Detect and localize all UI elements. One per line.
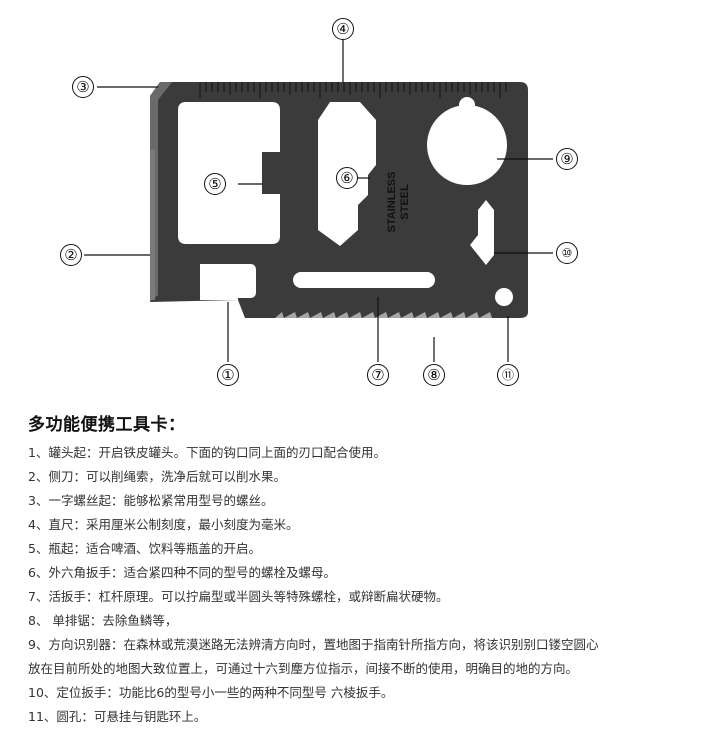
callout-4: ④ [332,18,354,40]
feature-item-1: 1、罐头起：开启铁皮罐头。下面的钩口同上面的刃口配合使用。 [28,445,386,460]
description-title: 多功能便携工具卡： [28,415,186,435]
callout-8: ⑧ [423,364,445,386]
feature-item-8: 8、 单排锯：去除鱼鳞等， [28,613,178,628]
feature-description: 多功能便携工具卡： 1、罐头起：开启铁皮罐头。下面的钩口同上面的刃口配合使用。 … [28,410,688,729]
callout-5: ⑤ [204,173,226,195]
feature-item-3: 3、一字螺丝起：能够松紧常用型号的螺丝。 [28,493,274,508]
card-text-steel: STEEL [399,184,411,220]
tool-card-illustration: STAINLESS STEEL [84,40,553,362]
feature-item-7: 7、活扳手：杠杆原理。可以拧扁型或半圆头等特殊螺栓，或辩断扁状硬物。 [28,589,449,604]
feature-item-6: 6、外六角扳手：适合紧四种不同的型号的螺栓及螺母。 [28,565,336,580]
tool-card-diagram: STAINLESS STEEL ③ ④ ⑤ ⑥ ② ⑨ ⑩ ① ⑦ ⑧ ⑪ [60,18,578,386]
feature-item-9: 9、方向识别器：在森林或荒漠迷路无法辨清方向时，置地图于指南针所指方向，将该识别… [28,637,599,652]
callout-10: ⑩ [556,242,578,264]
feature-item-9-continued: 放在目前所处的地图大致位置上，可通过十六到麈方位指示，间接不断的使用，明确目的地… [28,661,579,676]
card-text-stainless: STAINLESS [386,172,398,233]
callout-6: ⑥ [336,167,358,189]
feature-item-10: 10、定位扳手：功能比6的型号小一些的两种不同型号 六棱扳手。 [28,685,394,700]
callout-11: ⑪ [497,364,519,386]
callout-2: ② [60,244,82,266]
feature-item-4: 4、直尺：采用厘米公制刻度，最小刻度为毫米。 [28,517,299,532]
callout-9: ⑨ [556,148,578,170]
callout-1: ① [217,364,239,386]
feature-item-5: 5、瓶起：适合啤酒、饮料等瓶盖的开启。 [28,541,261,556]
callout-7: ⑦ [367,364,389,386]
feature-item-11: 11、圆孔：可悬挂与钥匙环上。 [28,709,207,724]
feature-item-2: 2、侧刀：可以削绳索，洗净后就可以削水果。 [28,469,286,484]
callout-3: ③ [72,76,94,98]
